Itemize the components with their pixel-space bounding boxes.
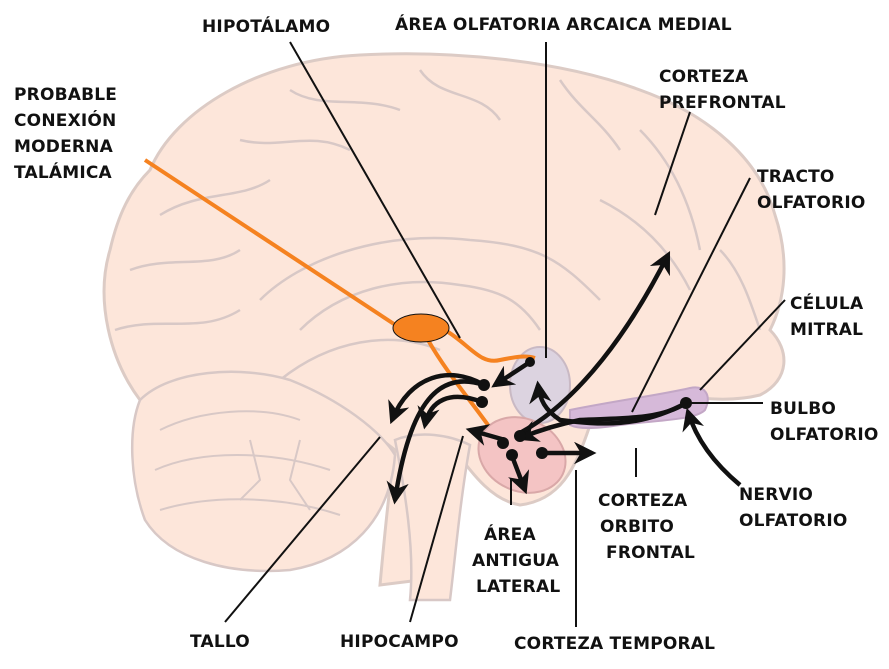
label-area-olfatoria-medial: ÁREA OLFATORIA ARCAICA MEDIAL [395,12,732,38]
label-line: CÉLULA [790,294,864,314]
label-line: OLFATORIO [770,425,879,445]
label-celula-mitral: CÉLULA MITRAL [790,291,863,343]
brain-illustration [102,52,786,602]
label-nervio-olfatorio: NERVIO OLFATORIO [739,482,848,534]
label-line: OLFATORIO [739,511,848,531]
cerebellum-folia [154,410,341,516]
label-probable-conexion: PROBABLE CONEXIÓN MODERNA TALÁMICA [14,82,117,186]
label-line: CORTEZA [598,491,688,511]
label-line: LATERAL [476,577,561,597]
label-line: ÁREA OLFATORIA ARCAICA MEDIAL [395,15,732,35]
label-line: ANTIGUA [472,551,560,571]
label-line: CONEXIÓN [14,111,117,131]
thalamus-node [392,313,450,343]
label-line: TALÁMICA [14,163,112,183]
label-line: HIPOCAMPO [340,632,459,652]
label-tracto-olfatorio: TRACTO OLFATORIO [757,164,866,216]
cerebellum-shape [130,370,397,573]
label-corteza-prefrontal: CORTEZA PREFRONTAL [659,64,786,116]
label-hipotalamo: HIPOTÁLAMO [202,14,330,40]
label-line: PROBABLE [14,85,118,105]
label-line: CORTEZA TEMPORAL [514,634,716,654]
label-line: HIPOTÁLAMO [202,17,331,37]
thalamic-connection-pathway [143,158,536,427]
label-hipocampo: HIPOCAMPO [340,629,459,655]
label-line: ÁREA [484,525,536,545]
pathway-nodes [476,357,692,461]
label-bulbo-olfatorio: BULBO OLFATORIO [770,396,879,448]
label-line: OLFATORIO [757,193,866,213]
label-line: FRONTAL [606,543,696,563]
label-corteza-temporal: CORTEZA TEMPORAL [514,631,715,657]
label-line: PREFRONTAL [659,93,786,113]
label-line: NERVIO [739,485,814,505]
label-line: TRACTO [757,167,835,187]
olfactory-arrows [386,250,742,505]
label-tallo: TALLO [190,629,250,655]
label-line: TALLO [190,632,250,652]
label-line: MODERNA [14,137,113,157]
label-line: CORTEZA [659,67,749,87]
leader-lines [224,41,786,627]
label-line: MITRAL [790,320,864,340]
label-corteza-orbito-frontal: CORTEZA ORBITO FRONTAL [598,488,695,566]
label-area-antigua-lateral: ÁREA ANTIGUA LATERAL [472,522,560,600]
label-line: ORBITO [600,517,675,537]
gyri-lines [114,69,762,381]
label-line: BULBO [770,399,837,419]
